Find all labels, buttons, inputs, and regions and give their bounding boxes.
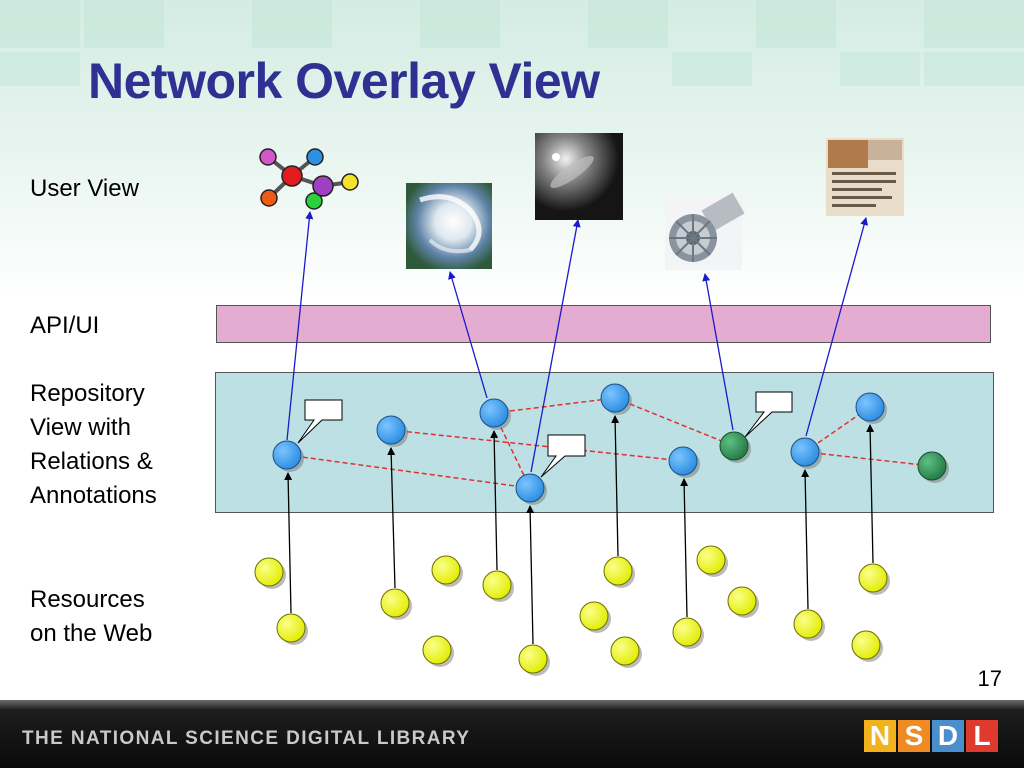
slide-title: Network Overlay View — [88, 53, 600, 109]
web-resource-nodes — [254, 545, 890, 676]
background-tile — [252, 0, 332, 48]
resource-arrows — [284, 415, 875, 645]
logo-letter-d: D — [932, 720, 964, 752]
web-resource-node — [793, 609, 823, 639]
web-resource-node — [610, 636, 640, 666]
repository-node — [855, 392, 885, 422]
background-tile — [924, 52, 1024, 86]
label-line: Resources — [30, 586, 145, 613]
repository-node — [515, 473, 545, 503]
repository-node — [600, 383, 630, 413]
repository-view-label: Repository View with Relations & Annotat… — [30, 377, 157, 513]
label-line: on the Web — [30, 620, 153, 647]
background-tile — [0, 52, 80, 86]
web-resource-node — [482, 570, 512, 600]
repository-node — [272, 440, 302, 470]
web-resource-node — [696, 545, 726, 575]
web-resource-node — [603, 556, 633, 586]
web-resource-node — [254, 557, 284, 587]
label-line: Repository — [30, 380, 145, 407]
user-view-arrow — [702, 273, 734, 431]
user-view-arrows — [286, 211, 868, 473]
annotation-callout — [540, 434, 586, 478]
relation-line — [493, 397, 616, 414]
label-line: View with — [30, 414, 131, 441]
repository-node — [668, 446, 698, 476]
repository-node — [479, 398, 509, 428]
web-resource-node — [727, 586, 757, 616]
web-resource-node — [672, 617, 702, 647]
logo-letter-l: L — [966, 720, 998, 752]
web-resource-node — [518, 644, 548, 674]
relation-line — [286, 454, 531, 489]
web-resource-node — [851, 630, 881, 660]
annotation-callouts — [297, 391, 793, 478]
annotation-callout — [297, 399, 343, 444]
relation-line — [390, 429, 684, 462]
user-view-arrow — [805, 217, 868, 437]
network-diagram — [254, 133, 949, 676]
document-icon — [826, 138, 904, 216]
web-resource-node — [858, 563, 888, 593]
comet-icon — [535, 133, 623, 220]
nsdl-logo: N S D L — [864, 720, 998, 752]
logo-letter-n: N — [864, 720, 896, 752]
api-ui-layer — [216, 305, 991, 343]
user-view-arrow — [286, 211, 314, 441]
relation-line — [614, 397, 735, 447]
hurricane-satellite-icon — [406, 183, 492, 269]
resource-arrow — [526, 505, 535, 645]
web-resource-node — [431, 555, 461, 585]
web-resource-node — [276, 613, 306, 643]
user-view-arrow — [530, 219, 581, 473]
page-number: 17 — [977, 666, 1002, 691]
resource-arrow — [284, 472, 293, 614]
repository-node — [790, 437, 820, 467]
resource-arrow — [680, 478, 689, 618]
repository-nodes — [272, 383, 949, 505]
annotation-node — [917, 451, 947, 481]
web-resource-node — [380, 588, 410, 618]
annotation-node — [719, 431, 749, 461]
resources-label: Resources on the Web — [30, 583, 152, 651]
resource-arrow — [387, 447, 396, 589]
web-resource-node — [579, 601, 609, 631]
api-ui-label: API/UI — [30, 309, 99, 343]
label-line: Annotations — [30, 482, 157, 509]
repository-node — [376, 415, 406, 445]
user-view-label: User View — [30, 172, 139, 206]
background-tile — [924, 0, 1024, 48]
resource-arrow — [866, 424, 875, 564]
web-resource-node — [422, 635, 452, 665]
background-tile — [420, 0, 500, 48]
label-line: API/UI — [30, 312, 100, 339]
resource-arrow — [490, 430, 499, 571]
turbine-icon — [665, 192, 745, 270]
background-tile — [84, 0, 164, 48]
molecule-icon — [259, 148, 359, 210]
relation-line — [804, 451, 933, 467]
label-line: Relations & — [30, 448, 153, 475]
resource-arrow — [801, 469, 810, 610]
logo-letter-s: S — [898, 720, 930, 752]
user-view-arrow — [448, 271, 488, 399]
footer-tagline: THE NATIONAL SCIENCE DIGITAL LIBRARY — [22, 728, 471, 749]
background-tile — [0, 0, 80, 48]
background-tile — [756, 0, 836, 48]
resource-arrow — [611, 415, 620, 557]
relation-line — [493, 412, 531, 489]
annotation-callout — [744, 391, 793, 438]
footer-bar: THE NATIONAL SCIENCE DIGITAL LIBRARY N S… — [0, 700, 1024, 768]
background-tile — [588, 0, 668, 48]
background-tile — [840, 52, 920, 86]
label-line: User View — [30, 175, 139, 202]
background-tile — [672, 52, 752, 86]
